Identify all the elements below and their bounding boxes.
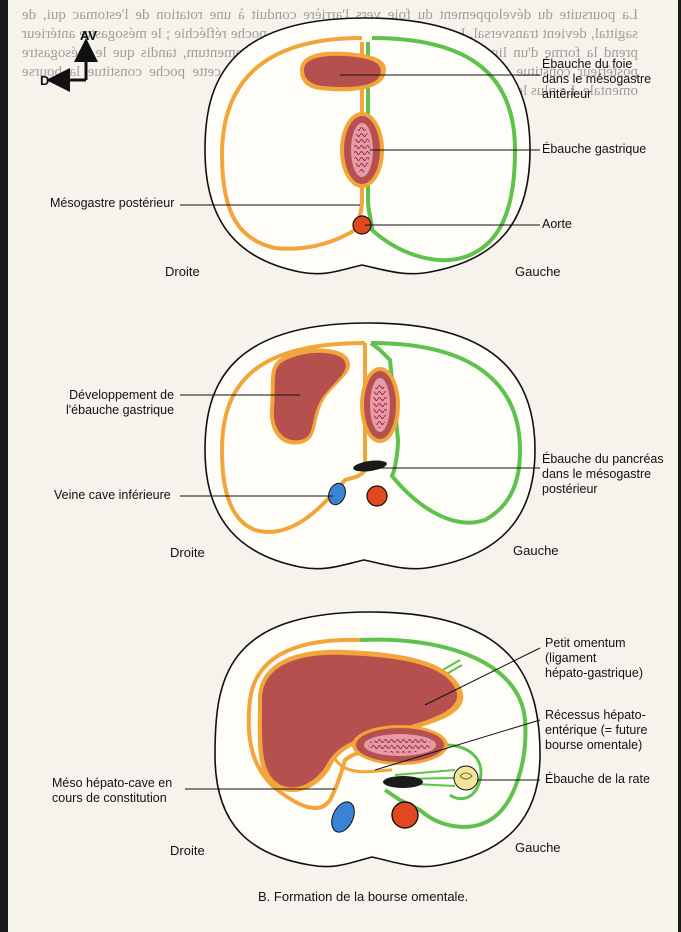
panel-2 [180, 323, 540, 569]
panel-2-stomach [360, 367, 400, 443]
label-liver-bud: Ébauche du foie dans le mésogastre antér… [542, 57, 651, 102]
panel-3-right-side: Droite [170, 843, 205, 858]
panel-1-left-side: Gauche [515, 264, 561, 279]
label-hepatocaval-meso: Méso hépato-cave en cours de constitutio… [52, 776, 172, 806]
panel-3-aorta [392, 802, 418, 828]
panel-1-right-side: Droite [165, 264, 200, 279]
panel-1-ventral-mesogastrium [300, 52, 386, 92]
figure-caption: B. Formation de la bourse omentale. [258, 889, 468, 904]
right-label: D [40, 73, 49, 88]
label-pancreas-bud: Ébauche du pancréas dans le mésogastre p… [542, 452, 664, 497]
label-spleen-bud: Ébauche de la rate [545, 772, 650, 787]
label-dorsal-mesogastrium: Mésogastre postérieur [50, 196, 174, 211]
label-aorta: Aorte [542, 217, 572, 232]
panel-3 [185, 612, 540, 867]
label-stomach-development: Développement de l'ébauche gastrique [66, 388, 174, 418]
panel-2-right-side: Droite [170, 545, 205, 560]
panel-2-left-side: Gauche [513, 543, 559, 558]
liver-bud [304, 56, 381, 87]
label-stomach-bud: Ébauche gastrique [542, 142, 646, 157]
label-hepatoenteric-recess: Récessus hépato- entérique (= future bou… [545, 708, 648, 753]
label-lesser-omentum: Petit omentum (ligament hépato-gastrique… [545, 636, 643, 681]
panel-3-left-side: Gauche [515, 840, 561, 855]
panel-1 [180, 18, 540, 274]
orientation-arrows [58, 50, 86, 80]
panel-3-pancreas [383, 776, 423, 788]
panel-3-stomach [352, 725, 448, 765]
panel-3-spleen-bud [454, 766, 478, 790]
anterior-label: AV [80, 28, 97, 43]
label-vena-cava: Veine cave inférieure [54, 488, 171, 503]
panel-2-aorta [367, 486, 387, 506]
